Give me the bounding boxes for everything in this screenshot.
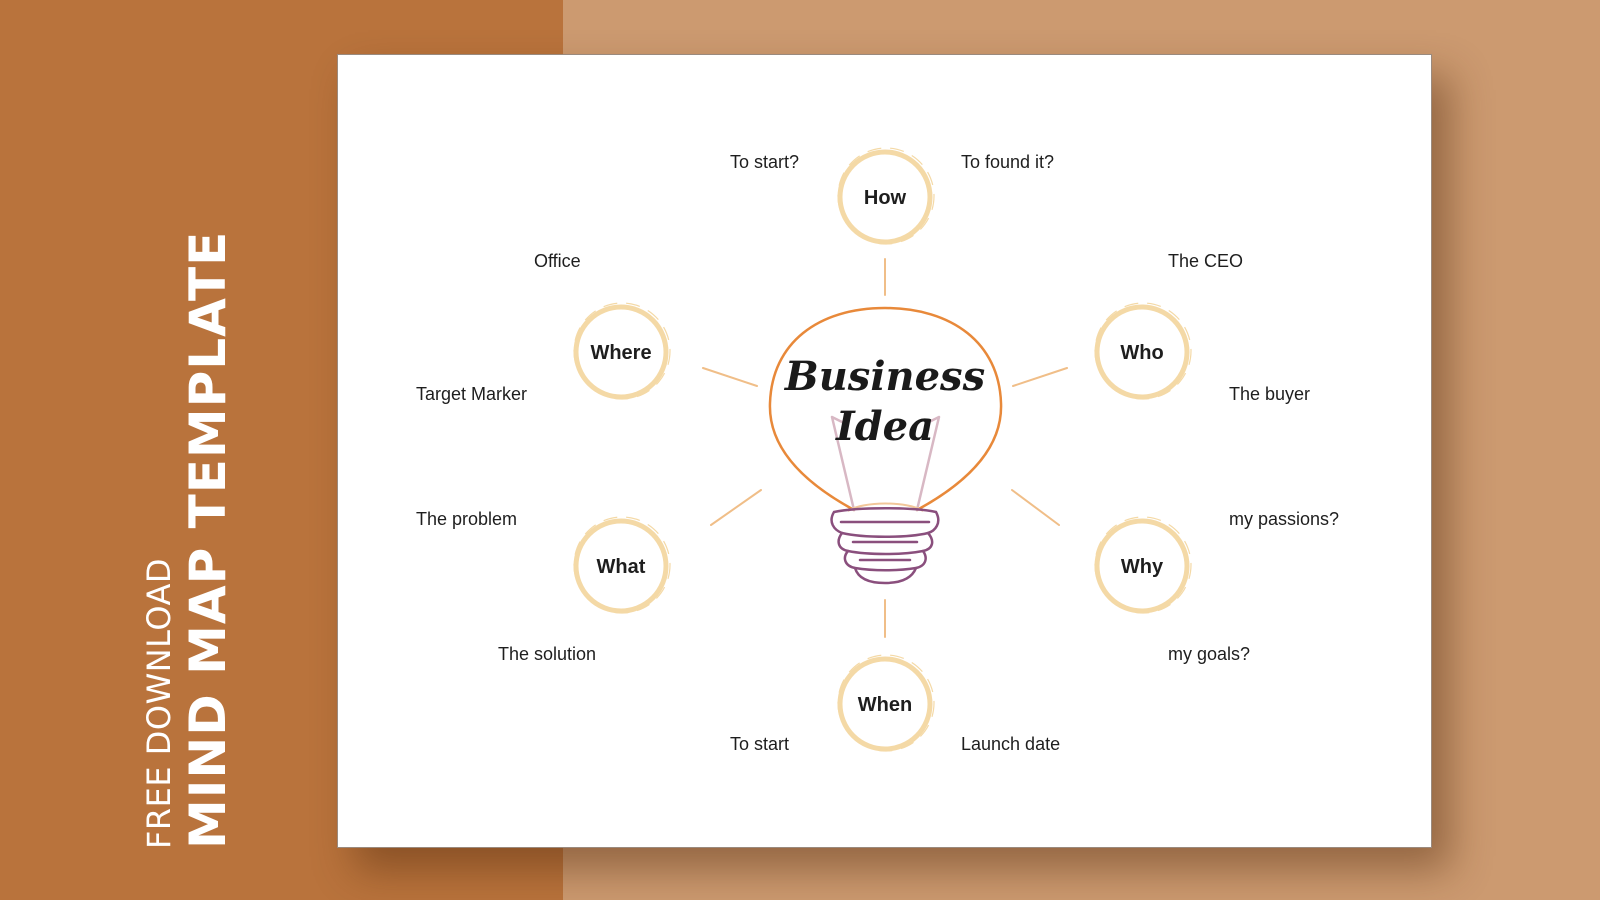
node-how: How bbox=[837, 147, 935, 245]
connector-where bbox=[702, 367, 758, 387]
leaf-how-found: To found it? bbox=[961, 152, 1054, 172]
ring-where bbox=[573, 304, 669, 400]
node-where: Where bbox=[573, 302, 671, 400]
node-who-label: Who bbox=[1120, 342, 1163, 364]
leaf-who-ceo: The CEO bbox=[1168, 251, 1243, 271]
node-what-label: What bbox=[597, 556, 646, 578]
side-title: FREE DOWNLOAD MIND MAP TEMPLATE bbox=[140, 231, 238, 849]
leaf-what-problem: The problem bbox=[416, 509, 517, 529]
ring-what bbox=[573, 518, 669, 614]
center-title-line1: Business bbox=[784, 353, 985, 400]
node-when-label: When bbox=[858, 694, 912, 716]
connector-who bbox=[1012, 367, 1068, 387]
node-why-label: Why bbox=[1121, 556, 1164, 578]
leaf-why-goals: my goals? bbox=[1168, 644, 1250, 664]
lightbulb-icon: Business Idea bbox=[768, 306, 1003, 585]
mind-map-diagram: Business Idea How To start? To found it?… bbox=[416, 147, 1339, 754]
leaf-when-launch: Launch date bbox=[961, 734, 1060, 754]
ring-who bbox=[1094, 304, 1190, 400]
node-when: When bbox=[837, 654, 935, 752]
leaf-how-start: To start? bbox=[730, 152, 799, 172]
center-title-line2: Idea bbox=[835, 403, 934, 450]
side-subtitle: FREE DOWNLOAD bbox=[140, 558, 178, 849]
node-where-label: Where bbox=[590, 342, 651, 364]
node-how-label: How bbox=[864, 187, 907, 209]
connector-why bbox=[1011, 489, 1060, 526]
leaf-where-office: Office bbox=[534, 251, 581, 271]
ring-how bbox=[837, 149, 933, 245]
ring-when bbox=[837, 656, 933, 752]
ring-why bbox=[1094, 518, 1190, 614]
connector-what bbox=[710, 489, 762, 526]
leaf-who-buyer: The buyer bbox=[1229, 384, 1310, 404]
side-main-title: MIND MAP TEMPLATE bbox=[179, 230, 237, 849]
leaf-what-solution: The solution bbox=[498, 644, 596, 664]
mind-map-slide: Business Idea How To start? To found it?… bbox=[337, 54, 1432, 848]
leaf-when-start: To start bbox=[730, 734, 789, 754]
node-who: Who bbox=[1094, 302, 1192, 400]
node-why: Why bbox=[1094, 516, 1192, 614]
node-what: What bbox=[573, 516, 671, 614]
leaf-where-target: Target Marker bbox=[416, 384, 527, 404]
leaf-why-passions: my passions? bbox=[1229, 509, 1339, 529]
